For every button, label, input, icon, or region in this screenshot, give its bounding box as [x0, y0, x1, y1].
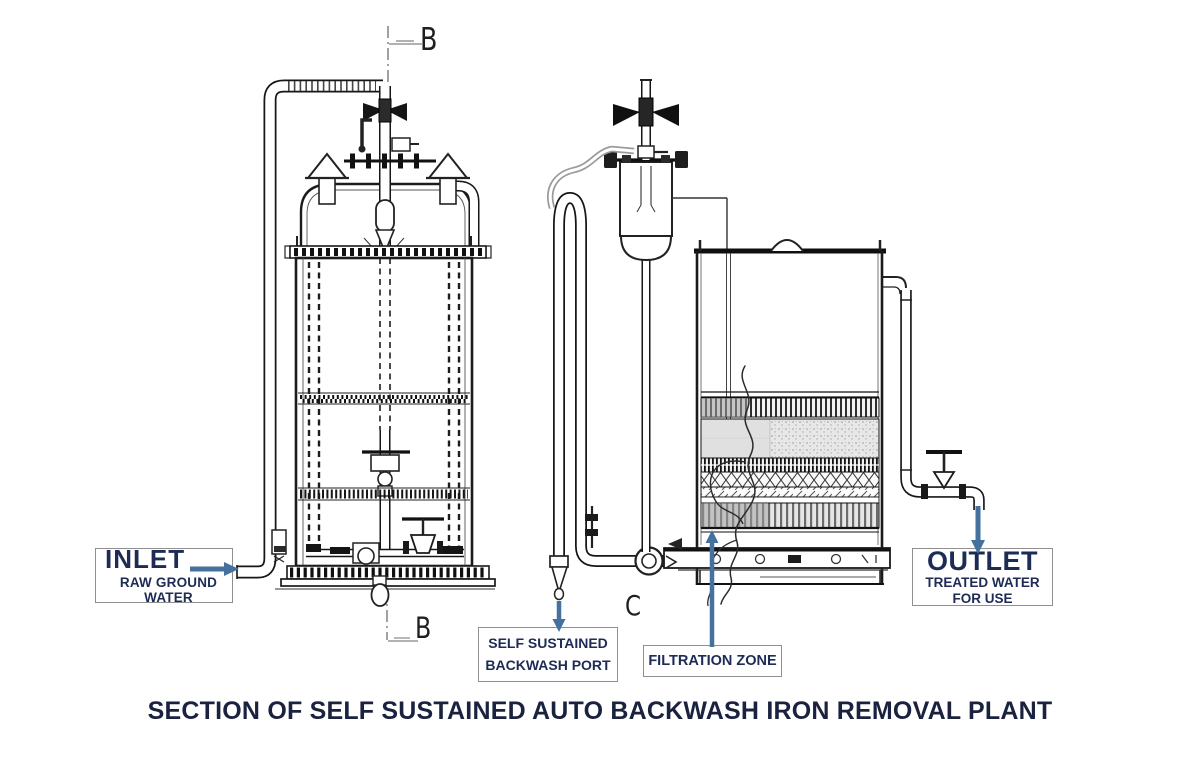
inlet-title: INLET [105, 544, 186, 574]
flow-arrows [190, 506, 985, 647]
backwash-line2: BACKWASH PORT [485, 656, 611, 673]
outlet-subtitle-line2: FOR USE [952, 590, 1013, 606]
vent-right [426, 152, 470, 205]
backwash-assembly [547, 79, 728, 601]
drawing-title: SECTION OF SELF SUSTAINED AUTO BACKWASH … [147, 697, 1053, 725]
inlet-label-box: INLET RAW GROUND WATER [95, 544, 233, 605]
backwash-line1: SELF SUSTAINED [488, 634, 608, 651]
inlet-subtitle: RAW GROUND WATER [119, 575, 218, 605]
filtration-pointer-arrow [705, 530, 719, 647]
vent-left [305, 152, 349, 205]
filtration-label: FILTRATION ZONE [648, 653, 777, 669]
filter-media-layers [700, 391, 880, 533]
section-marker-b-bottom: B [415, 611, 432, 645]
outlet-label-box: OUTLET TREATED WATER FOR USE [912, 545, 1053, 606]
outlet-title: OUTLET [927, 545, 1038, 576]
section-centerlines [386, 26, 422, 642]
aeration-tank [236, 79, 496, 607]
outlet-subtitle-line1: TREATED WATER [925, 574, 1040, 590]
section-marker-b-top: B [420, 22, 438, 58]
outlet-piping [882, 276, 985, 510]
filtration-zone-label-box: FILTRATION ZONE [643, 645, 782, 677]
backwash-port-label-box: SELF SUSTAINED BACKWASH PORT [478, 627, 618, 682]
break-cloud-line [707, 365, 756, 607]
section-marker-c: C [625, 589, 642, 622]
